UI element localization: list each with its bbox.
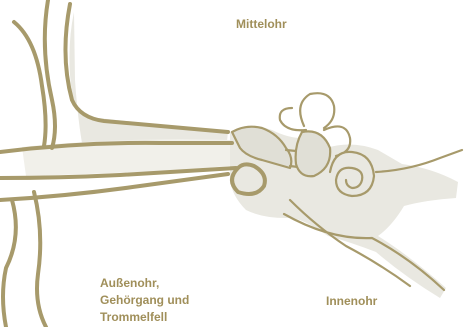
label-outer-ear-line-3: Trommelfell [100,309,189,326]
skull-outline [14,22,46,146]
earlobe-outline [3,200,16,327]
middle-ear-cavity-shape [69,12,228,154]
label-inner-ear: Innenohr [326,293,377,310]
outer-ear-contour [34,192,46,327]
vestibule [296,131,331,176]
semicircular-canal-superior [300,93,334,128]
outer-ear-front-outline [65,4,228,132]
label-outer-ear-line-1: Außenohr, [100,275,189,292]
label-middle-ear: Mittelohr [236,16,287,33]
label-outer-ear-line-2: Gehörgang und [100,292,189,309]
eardrum [232,164,265,194]
label-outer-ear: Außenohr, Gehörgang und Trommelfell [100,275,189,326]
